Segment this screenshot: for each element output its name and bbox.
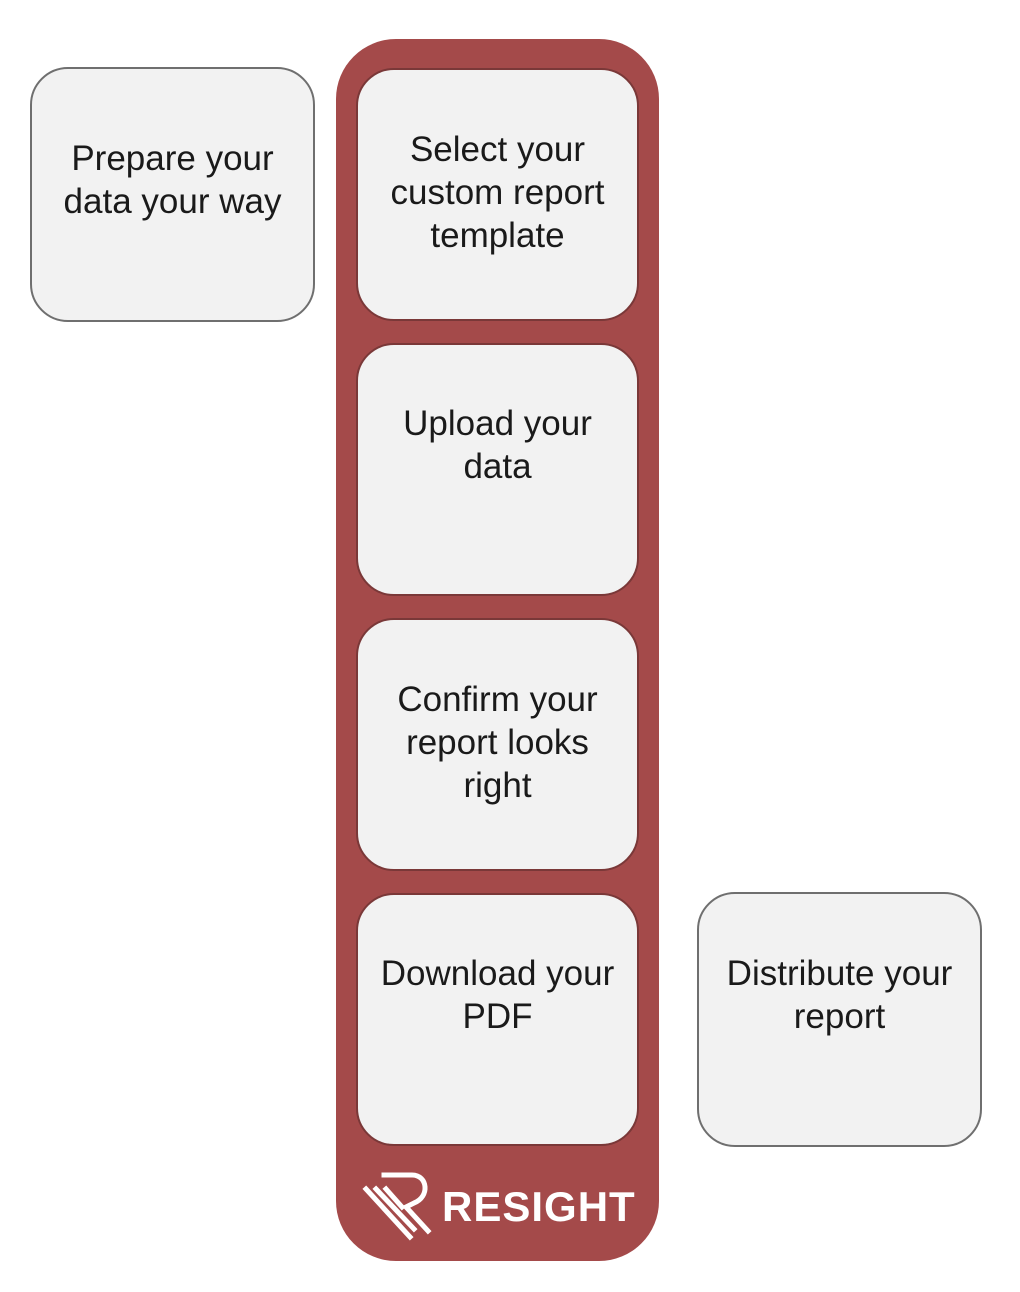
step-upload-label: Upload your data xyxy=(403,403,592,486)
step-distribute-label: Distribute your report xyxy=(726,953,953,1036)
step-select-template: Select your custom report template xyxy=(356,68,639,321)
step-confirm-report: Confirm your report looks right xyxy=(356,618,639,871)
step-prepare-data: Prepare your data your way xyxy=(30,67,315,322)
step-upload-data: Upload your data xyxy=(356,343,639,596)
step-download-label: Download your PDF xyxy=(380,953,615,1036)
resight-r-icon xyxy=(362,1172,432,1241)
step-prepare-label: Prepare your data your way xyxy=(63,138,282,221)
step-download-pdf: Download your PDF xyxy=(356,893,639,1146)
step-distribute-report: Distribute your report xyxy=(697,892,982,1147)
step-select-label: Select your custom report template xyxy=(390,130,605,255)
step-confirm-label: Confirm your report looks right xyxy=(397,680,598,805)
resight-wordmark: RESIGHT xyxy=(442,1183,636,1230)
resight-logo: RESIGHT xyxy=(362,1165,635,1245)
